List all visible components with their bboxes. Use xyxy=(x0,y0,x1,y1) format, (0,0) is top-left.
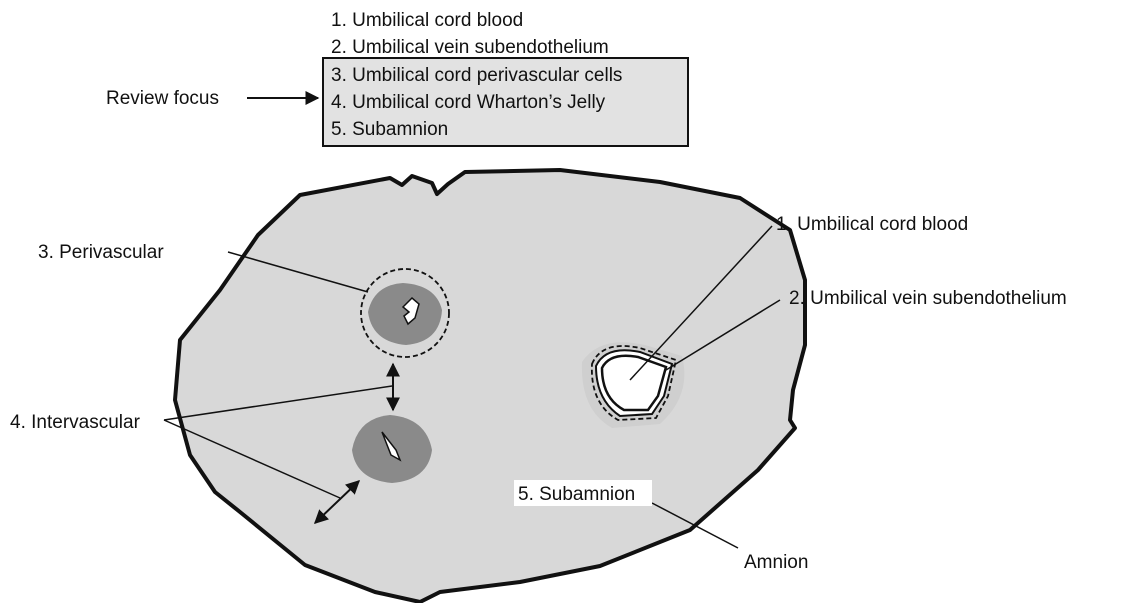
umbilical-cord-cross-section xyxy=(175,170,805,602)
sources-list-item-1: 1. Umbilical cord blood xyxy=(331,10,523,31)
review-focus-label: Review focus xyxy=(106,88,219,109)
sources-list-item-2: 2. Umbilical vein subendothelium xyxy=(331,37,609,58)
sources-list-item-5: 5. Subamnion xyxy=(331,119,448,140)
label-subamnion: 5. Subamnion xyxy=(518,484,635,505)
label-amnion: Amnion xyxy=(744,552,808,573)
sources-list-item-3: 3. Umbilical cord perivascular cells xyxy=(331,65,622,86)
label-vein-subendothelium: 2. Umbilical vein subendothelium xyxy=(789,288,1067,309)
sources-list-item-4: 4. Umbilical cord Wharton’s Jelly xyxy=(331,92,606,113)
label-perivascular: 3. Perivascular xyxy=(38,242,164,263)
label-intervascular: 4. Intervascular xyxy=(10,412,141,433)
label-cord-blood: 1. Umbilical cord blood xyxy=(776,214,968,235)
